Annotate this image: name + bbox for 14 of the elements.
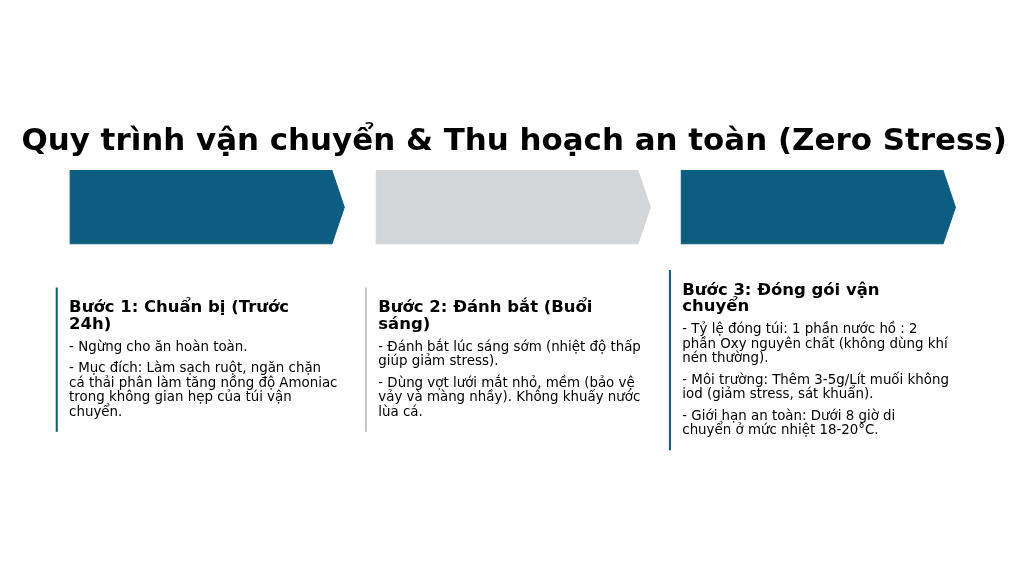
node-label: Bước 1: Chuẩn bị (Trước 24h) [69,296,290,333]
node-label: Bước 2: Đánh bắt (Buổi sáng) [378,296,593,333]
node-label: Bước 3: Đóng gói vận chuyển [682,279,880,315]
node-label: - Giới hạn an toàn: Dưới 8 giờ di chuyển ở mức nhiệt 18-20°C. [682,407,896,437]
node-chevron [69,169,345,244]
node-label: - Môi trường: Thêm 3-5g/Lít muối không iod (giảm stress, sát khuẩn). [682,371,949,401]
node-label: - Ngừng cho ăn hoàn toàn. [69,338,248,354]
node-label: - Dùng vợt lưới mắt nhỏ, mềm (bảo vệ vảy và màng nhầy). Không khuấy nước lùa cá. [378,374,641,419]
node-label: - Tỷ lệ đóng túi: 1 phần nước hồ : 2 phần Oxy nguyên chất (không dùng khí nén thường). [682,320,948,365]
diagram-title: Quy trình vận chuyển & Thu hoạch an toàn (Zero Stress) [21,120,1007,157]
node-chevron [375,169,651,244]
node-label: - Đánh bắt lúc sáng sớm (nhiệt độ thấp giúp giảm stress). [378,338,641,368]
node-chevron [680,169,956,244]
node-label: - Mục đích: Làm sạch ruột, ngăn chặn cá thải phân làm tăng nồng độ Amoniac trong không gian hẹp của túi vận chuyển. [69,359,338,419]
